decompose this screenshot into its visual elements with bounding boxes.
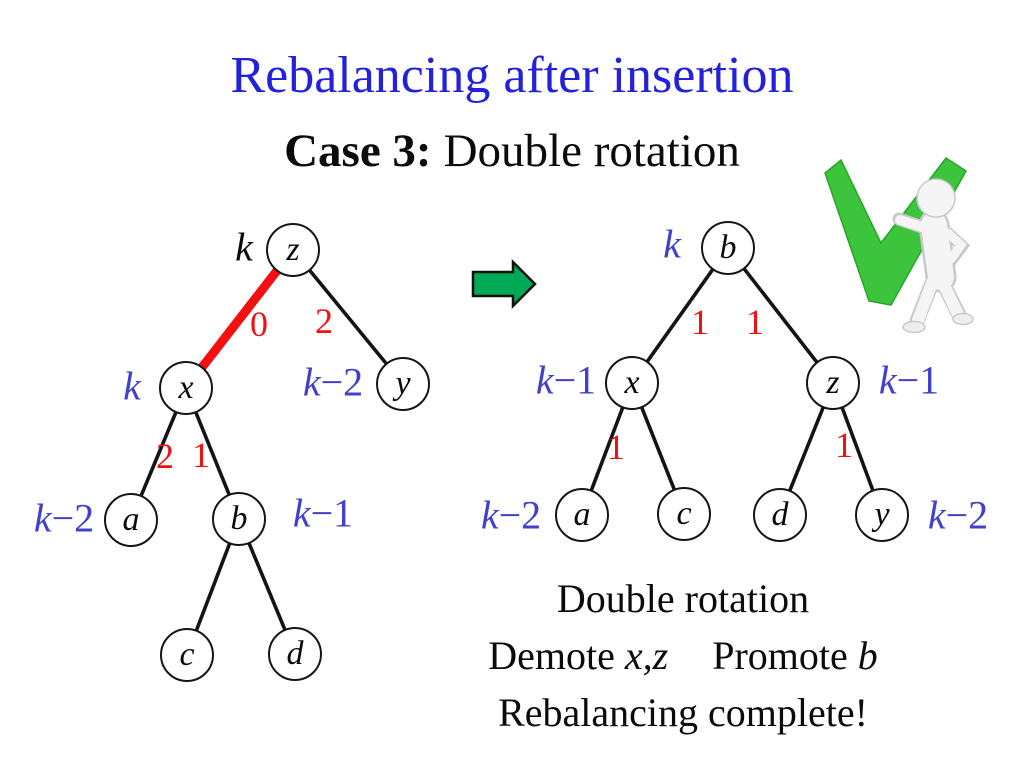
node-letter: z (286, 231, 300, 268)
node-letter: y (395, 365, 411, 402)
right-rank-x: k−1 (535, 357, 597, 403)
node-letter: a (122, 501, 140, 538)
caption-line-3: Rebalancing complete! (498, 690, 868, 735)
demote-word: Demote (488, 633, 615, 678)
checkmark-figure-image (824, 156, 974, 334)
left-node-d: d (268, 627, 322, 681)
left-node-b: b (212, 492, 266, 546)
rotation-arrow-icon (471, 258, 537, 310)
node-letter: d (286, 635, 304, 672)
left-edge-label-zx: 0 (250, 304, 268, 344)
right-node-c: c (657, 487, 711, 541)
node-letter: z (826, 364, 840, 401)
node-letter: x (178, 369, 194, 406)
right-edge-label-zy: 1 (835, 425, 853, 465)
right-node-y: y (855, 488, 909, 542)
node-letter: y (874, 496, 890, 533)
node-letter: b (230, 500, 248, 537)
left-rank-b: k−1 (292, 490, 354, 536)
left-rank-y: k−2 (302, 359, 364, 405)
caption-line-1: Double rotation (556, 576, 810, 621)
node-letter: b (719, 229, 737, 266)
right-node-x: x (605, 356, 659, 410)
left-edge-z-x-violation (181, 245, 298, 393)
node-letter: c (676, 495, 692, 532)
left-edge-label-xb: 1 (192, 435, 210, 475)
promote-var: b (857, 633, 878, 678)
left-node-z: z (266, 223, 320, 277)
node-letter: x (624, 364, 640, 401)
right-node-d: d (753, 488, 807, 542)
left-edge-z-y (291, 248, 405, 386)
node-letter: a (573, 496, 591, 533)
left-node-c: c (160, 628, 214, 682)
left-edge-label-xa: 2 (156, 436, 174, 476)
left-edge-label-zy: 2 (315, 301, 333, 341)
right-edge-label-bx: 1 (691, 302, 709, 342)
right-node-b: b (701, 221, 755, 275)
person-figure (892, 178, 974, 334)
slide-title: Rebalancing after insertion (230, 47, 794, 104)
right-node-z: z (806, 356, 860, 410)
left-rank-x: k (123, 363, 141, 409)
right-edge-label-xa: 1 (607, 427, 625, 467)
subtitle-case-label: Case 3: (284, 125, 432, 177)
left-node-x: x (159, 361, 213, 415)
right-rank-a: k−2 (480, 492, 542, 538)
node-letter: d (771, 496, 789, 533)
left-node-y: y (376, 357, 430, 411)
right-edge-label-bz: 1 (746, 302, 764, 342)
right-node-a: a (555, 488, 609, 542)
right-rank-z: k−1 (878, 357, 940, 403)
right-rank-y: k−2 (927, 492, 989, 538)
left-rank-z: k (235, 224, 253, 270)
promote-word: Promote (712, 633, 848, 678)
slide-subtitle: Case 3:Double rotation (0, 122, 1024, 180)
right-rank-b: k (663, 221, 681, 267)
left-rank-a: k−2 (33, 495, 95, 541)
right-edge-b-z (726, 246, 835, 385)
demote-vars: x,z (624, 633, 669, 678)
subtitle-text: Double rotation (443, 125, 740, 177)
node-letter: c (179, 636, 195, 673)
left-node-a: a (104, 493, 158, 547)
